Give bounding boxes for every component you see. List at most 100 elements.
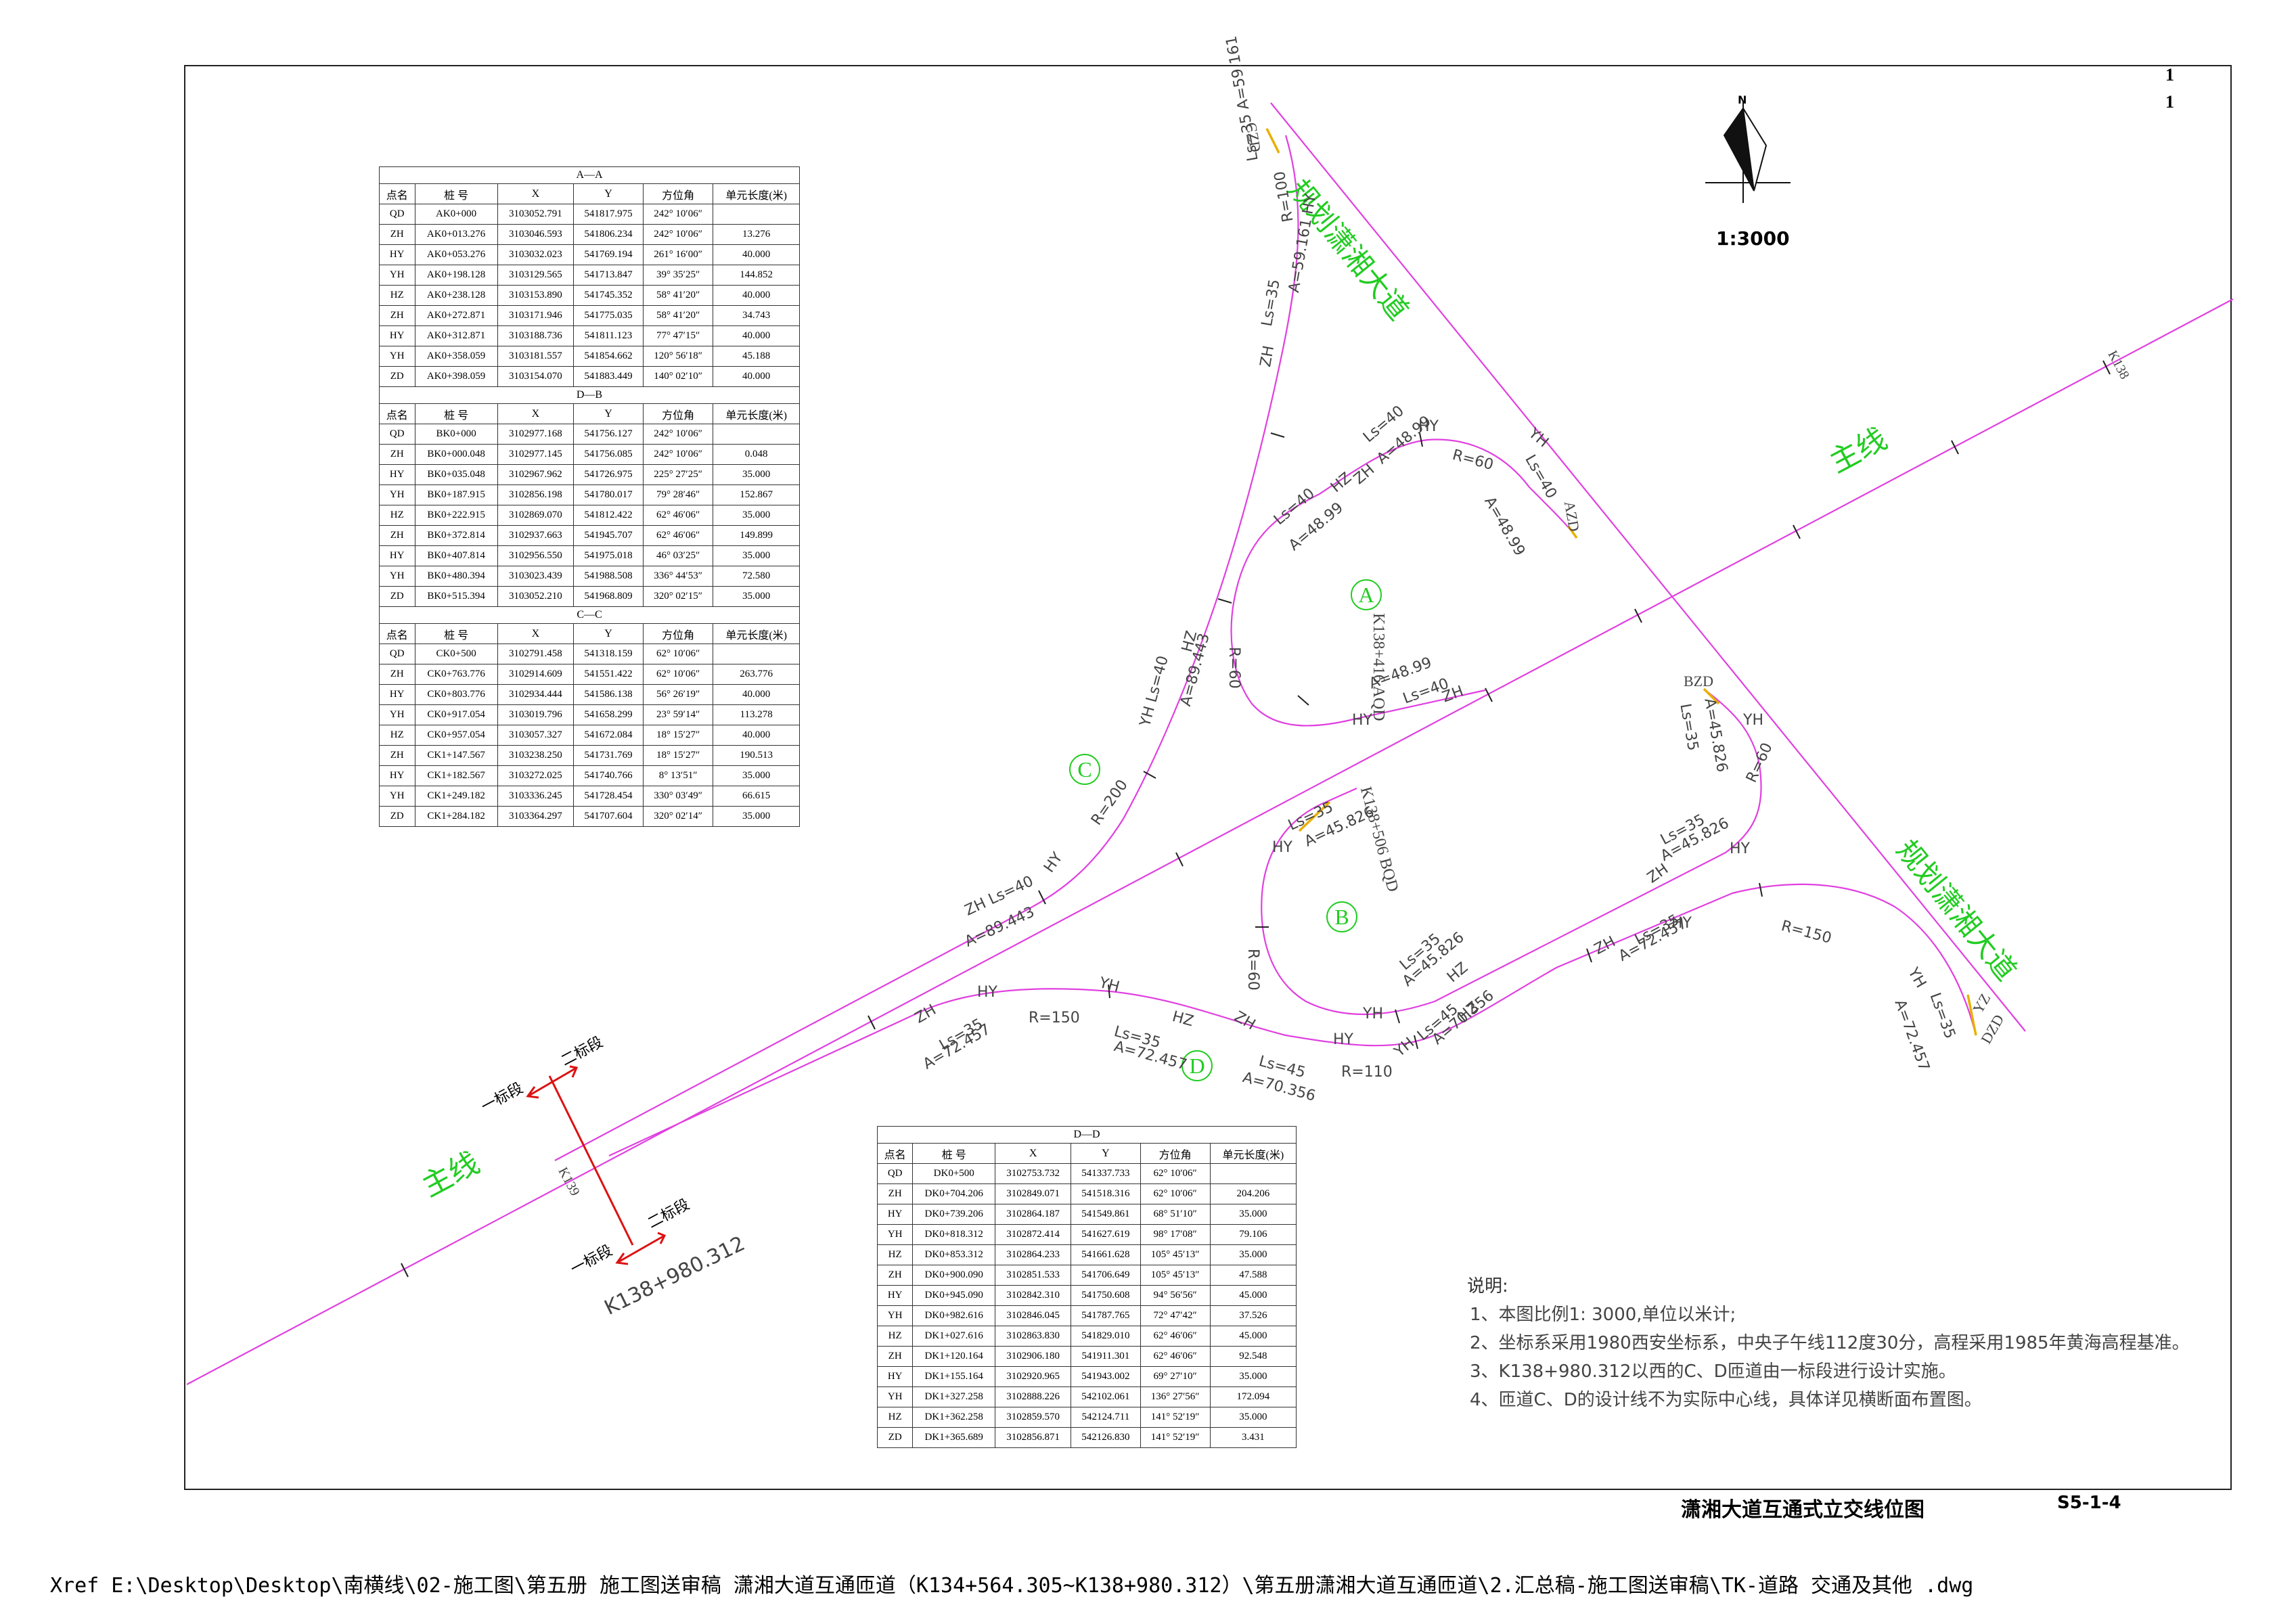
table-cell: 541706.649 xyxy=(1071,1265,1141,1286)
table-cell: DK1+155.164 xyxy=(912,1366,996,1387)
table-cell: 35.000 xyxy=(713,806,800,827)
table-cell: 62° 10′06″ xyxy=(1140,1183,1211,1204)
table-cell: 3103154.070 xyxy=(497,366,575,387)
table-cell: AK0+053.276 xyxy=(414,244,498,265)
table-cell: 40.000 xyxy=(713,725,800,746)
table-cell: 3102864.187 xyxy=(995,1204,1072,1225)
table-cell: 330° 03′49″ xyxy=(642,786,714,807)
table-cell: ZD xyxy=(876,1427,914,1448)
table-cell: 541769.194 xyxy=(573,244,644,265)
ramp-b-tick xyxy=(1395,1009,1400,1024)
table-cell: 136° 27′56″ xyxy=(1140,1386,1211,1407)
table-cell: 3103046.593 xyxy=(497,224,575,245)
table-cell: 46° 03′25″ xyxy=(642,545,714,566)
table-cell: 69° 27′10″ xyxy=(1140,1366,1211,1387)
table-cell: YH xyxy=(379,704,415,725)
table-cell: DK0+739.206 xyxy=(912,1204,996,1225)
table-title-row: A—A xyxy=(379,166,800,184)
table-cell: 149.899 xyxy=(713,525,800,546)
table-cell: 58° 41′20″ xyxy=(642,305,714,326)
table-cell: ZH xyxy=(876,1183,914,1204)
table-cell: 92.548 xyxy=(1209,1346,1297,1367)
table-cell: 204.206 xyxy=(1209,1183,1297,1204)
table-cell: CK1+249.182 xyxy=(414,786,498,807)
table-cell: 3102977.145 xyxy=(497,444,575,465)
table-cell: YH xyxy=(379,786,415,807)
table-cell: 541988.508 xyxy=(573,566,644,587)
table-cell: CK0+763.776 xyxy=(414,664,498,685)
table-cell: 3102753.732 xyxy=(995,1163,1072,1184)
table-cell: YH xyxy=(876,1386,914,1407)
ramp-d-circle: D xyxy=(1181,1050,1213,1081)
table-cell: 40.000 xyxy=(713,285,800,306)
table-cell: 3102872.414 xyxy=(995,1224,1072,1245)
table-cell: 18° 15′27″ xyxy=(642,745,714,766)
table-cell: 541812.422 xyxy=(573,505,644,526)
mainline-tick xyxy=(2102,360,2111,375)
table-header-cell: 单元长度(米) xyxy=(713,183,800,204)
notes-heading: 说明: xyxy=(1467,1276,1508,1296)
table-cell: YH xyxy=(876,1224,914,1245)
table-cell: 39° 35′25″ xyxy=(642,265,714,286)
table-header-cell: 单元长度(米) xyxy=(713,403,800,424)
table-cell: HY xyxy=(379,244,415,265)
table-cell: 3103129.565 xyxy=(497,265,575,286)
table-cell xyxy=(1209,1163,1297,1184)
table-cell: 3102849.071 xyxy=(995,1183,1072,1204)
table-cell: HZ xyxy=(876,1407,914,1428)
table-header-cell: 桩 号 xyxy=(912,1143,996,1164)
curve-element-label: HY xyxy=(1418,418,1439,435)
table-cell: QD xyxy=(379,204,415,225)
table-cell: 242° 10′06″ xyxy=(642,224,714,245)
table-cell: 242° 10′06″ xyxy=(642,204,714,225)
table-cell: 0.048 xyxy=(713,444,800,465)
table-cell: YH xyxy=(379,484,415,505)
table-cell: BK0+222.915 xyxy=(414,505,498,526)
table-cell: BK0+187.915 xyxy=(414,484,498,505)
table-cell: 62° 10′06″ xyxy=(642,664,714,685)
table-cell: 35.000 xyxy=(713,464,800,485)
table-cell: 94° 56′56″ xyxy=(1140,1285,1211,1306)
table-cell: 3103023.439 xyxy=(497,566,575,587)
table-cell: 541551.422 xyxy=(573,664,644,685)
ramp-c-alignment xyxy=(554,135,1299,1161)
aqd-label: K138+416 AQD xyxy=(1370,613,1387,721)
table-cell: 3103032.023 xyxy=(497,244,575,265)
table-cell: 35.000 xyxy=(1209,1366,1297,1387)
table-cell: DK0+818.312 xyxy=(912,1224,996,1245)
table-cell: 45.000 xyxy=(1209,1285,1297,1306)
curve-element-label: HY xyxy=(1730,840,1750,857)
table-cell: 72° 47′42″ xyxy=(1140,1305,1211,1326)
table-cell: 261° 16′00″ xyxy=(642,244,714,265)
table-cell: HY xyxy=(379,684,415,705)
ramp-d-tick xyxy=(1414,1035,1418,1050)
table-cell: 18° 15′27″ xyxy=(642,725,714,746)
table-cell: 8° 13′51″ xyxy=(642,765,714,786)
table-cell: 40.000 xyxy=(713,244,800,265)
curve-element-label: HY xyxy=(1272,839,1292,856)
table-cell: 3103364.297 xyxy=(497,806,575,827)
table-cell: 105° 45′13″ xyxy=(1140,1244,1211,1265)
table-cell: DK1+365.689 xyxy=(912,1427,996,1448)
table-cell: 35.000 xyxy=(713,505,800,526)
table-cell: CK0+917.054 xyxy=(414,704,498,725)
table-cell: 541811.123 xyxy=(573,325,644,346)
ramp-c-tick xyxy=(1270,432,1285,438)
table-cell: CK1+147.567 xyxy=(414,745,498,766)
table-cell: 3102859.570 xyxy=(995,1407,1072,1428)
planned-road-alignment xyxy=(1270,102,2026,1032)
table-cell: 45.000 xyxy=(1209,1326,1297,1347)
table-header-cell: 点名 xyxy=(379,623,415,644)
table-cell: 3102937.663 xyxy=(497,525,575,546)
